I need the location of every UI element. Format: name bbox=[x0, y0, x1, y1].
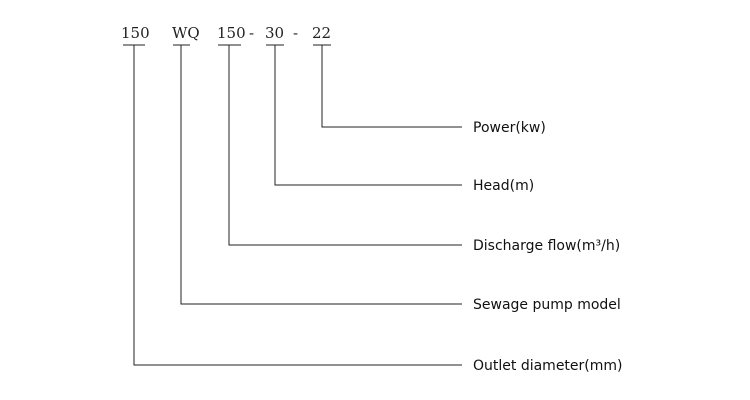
segment-head-code: 30 bbox=[265, 24, 284, 42]
segment-model-code: WQ bbox=[172, 24, 200, 42]
label-outlet-diameter: Outlet diameter(mm) bbox=[473, 358, 623, 374]
segment-discharge-flow-code: 150 bbox=[217, 24, 246, 42]
leader-outlet-diameter bbox=[133, 45, 462, 366]
label-discharge-flow: Discharge flow(m³/h) bbox=[473, 238, 620, 254]
segment-outlet-diameter-code: 150 bbox=[121, 24, 150, 42]
leader-discharge-flow bbox=[228, 45, 462, 246]
segment-power-code: 22 bbox=[312, 24, 331, 42]
leader-model bbox=[180, 45, 462, 305]
label-head: Head(m) bbox=[473, 178, 534, 194]
separator-1: - bbox=[249, 24, 254, 42]
leader-head bbox=[274, 45, 462, 186]
label-sewage-pump-model: Sewage pump model bbox=[473, 297, 621, 313]
label-power: Power(kw) bbox=[473, 120, 546, 136]
separator-2: - bbox=[293, 24, 298, 42]
leader-power bbox=[321, 45, 462, 128]
